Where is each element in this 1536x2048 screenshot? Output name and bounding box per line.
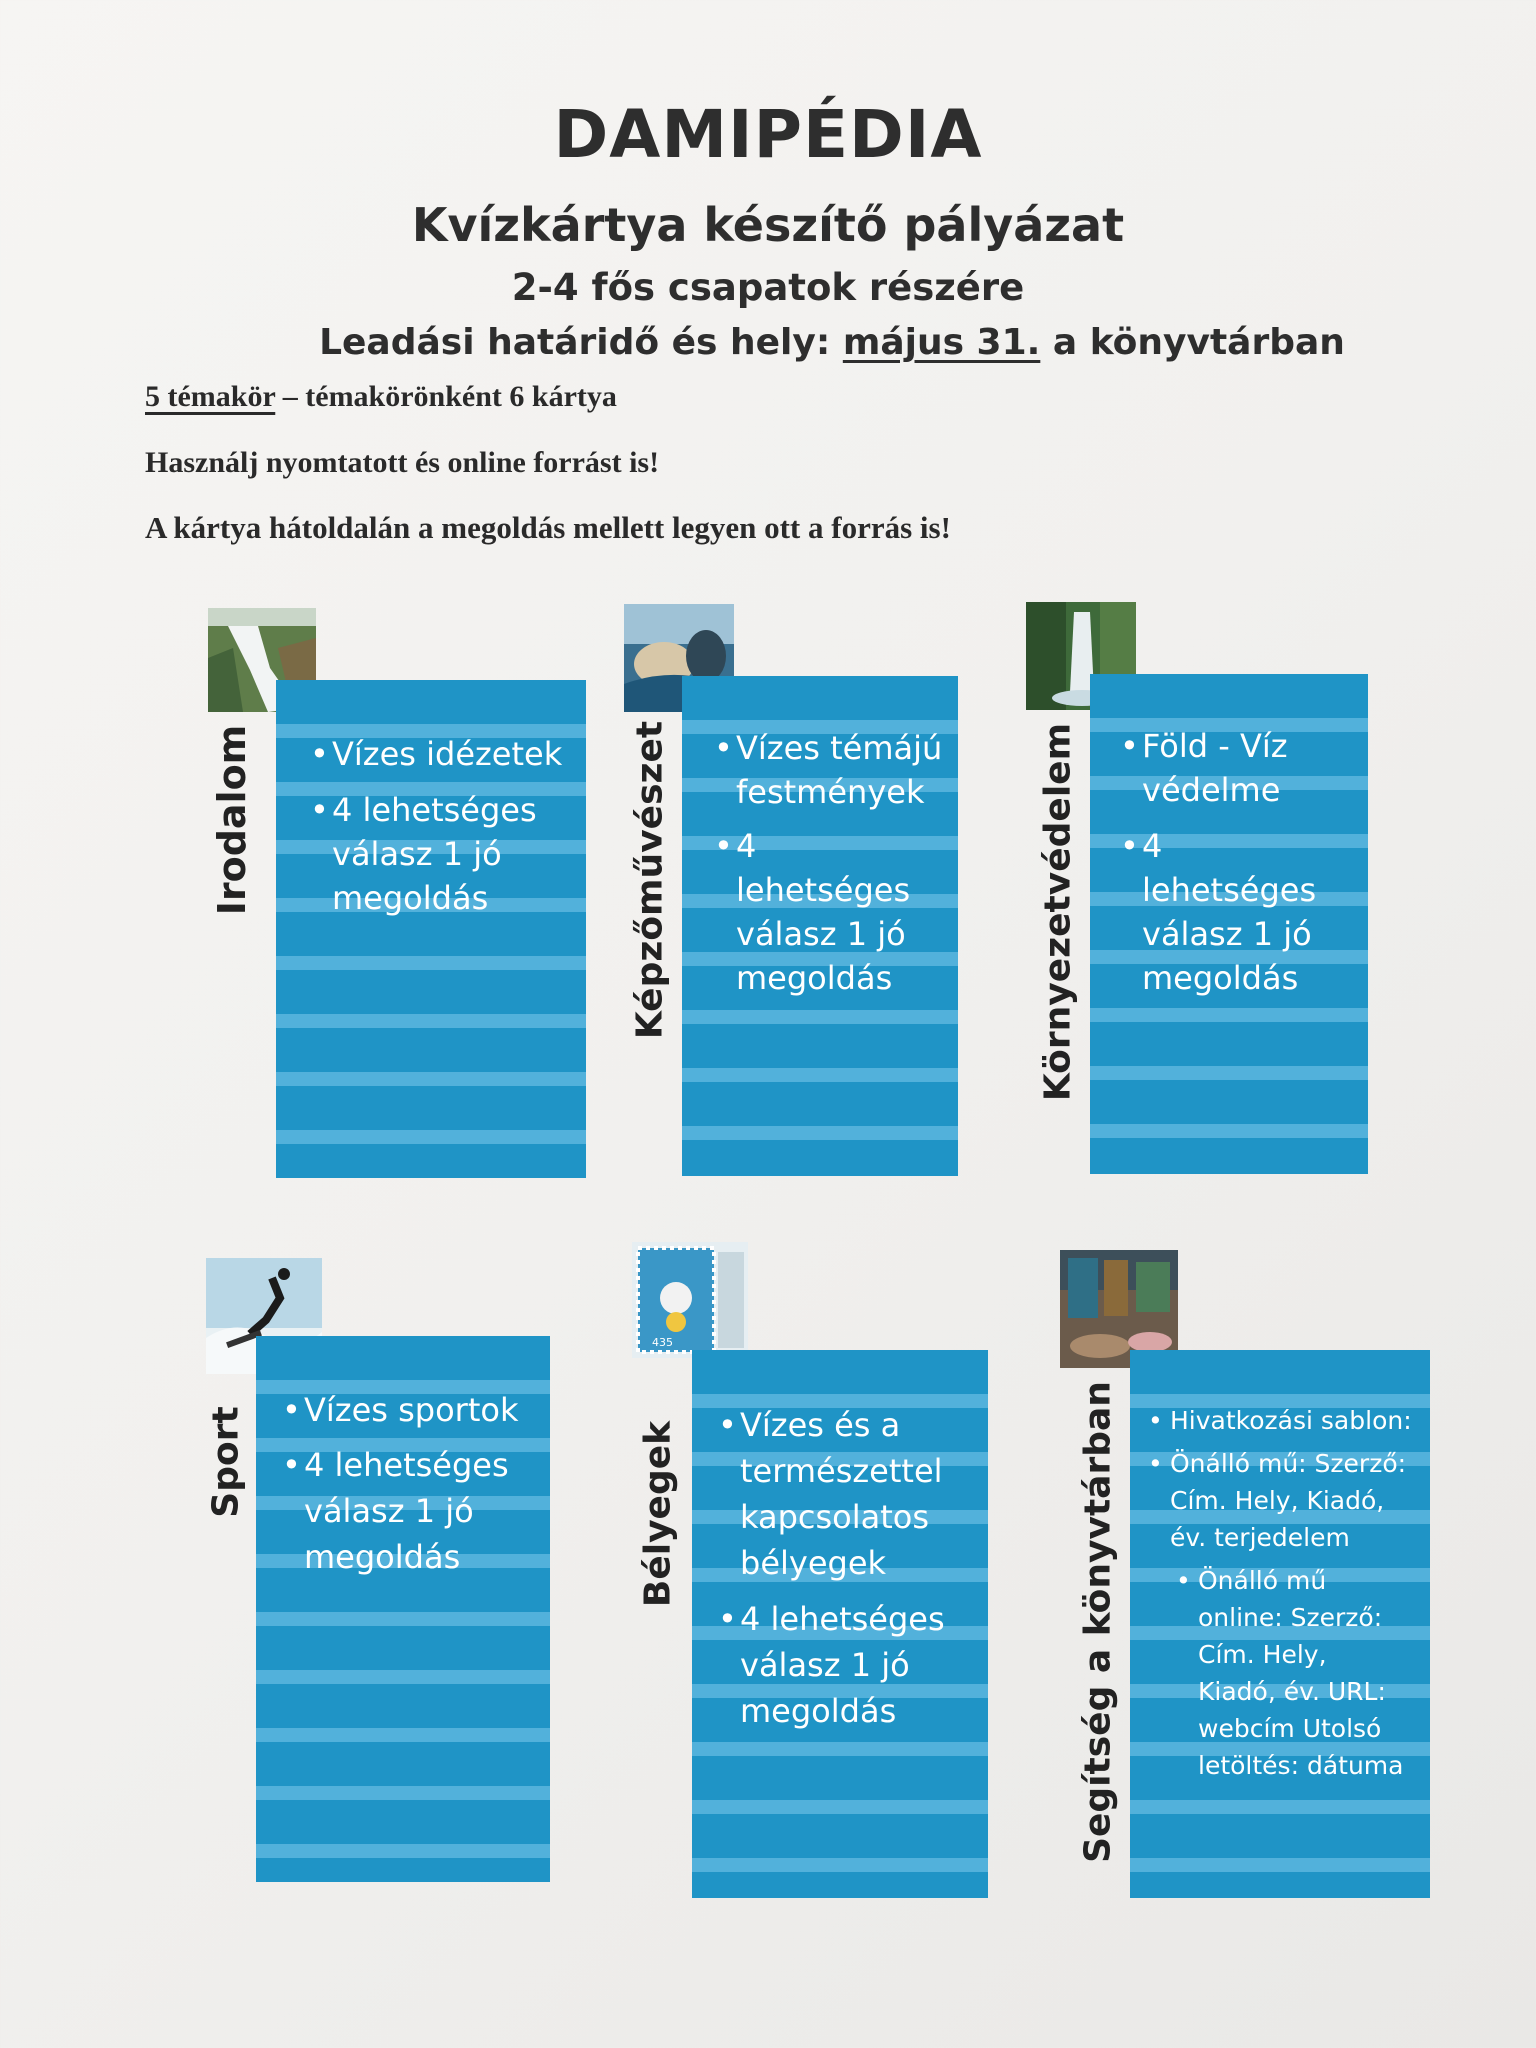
card-item: 4 lehetséges válasz 1 jó megoldás [714, 824, 926, 1000]
library-thumbnail [1060, 1250, 1178, 1368]
sources-line: Használj nyomtatott és online forrást is… [145, 446, 660, 479]
deadline-date: május 31. [842, 322, 1041, 363]
forest-waterfall-thumbnail [1026, 602, 1136, 710]
deadline-place: a könyvtárban [1052, 322, 1345, 363]
page-subtitle: Kvízkártya készítő pályázat [411, 198, 1125, 252]
painting-thumbnail [624, 604, 734, 712]
card-item: Föld - Víz védelme [1120, 724, 1342, 812]
topic-card-belyegek: Vízes és a természettel kapcsolatos bély… [692, 1350, 988, 1898]
page-title: DAMIPÉDIA [553, 96, 983, 173]
card-item: 4 lehetséges válasz 1 jó megoldás [282, 1442, 544, 1580]
stamp-value: 435 [652, 1336, 673, 1349]
back-side-line: A kártya hátoldalán a megoldás mellett l… [145, 510, 951, 545]
card-item: Önálló mű online: Szerző: Cím. Hely, Kia… [1176, 1562, 1408, 1784]
card-item: Önálló mű: Szerző: Cím. Hely, Kiadó, év.… [1148, 1445, 1420, 1556]
deadline-prefix: Leadási határidő és hely: [319, 322, 831, 363]
stamp-thumbnail: 435 [632, 1242, 748, 1358]
deadline-line: Leadási határidő és hely: május 31. a kö… [64, 322, 1536, 363]
topic-card-segitseg: Hivatkozási sablon: Önálló mű: Szerző: C… [1130, 1350, 1430, 1898]
topic-card-sport: Vízes sportok 4 lehetséges válasz 1 jó m… [256, 1336, 550, 1882]
card-item: 4 lehetséges válasz 1 jó megoldás [1120, 824, 1342, 1000]
teams-line: 2-4 fős csapatok részére [511, 266, 1025, 309]
topic-card-kornyezetvedelem: Föld - Víz védelme 4 lehetséges válasz 1… [1090, 674, 1368, 1174]
card-item: Hivatkozási sablon: [1148, 1402, 1420, 1439]
topic-card-irodalom: Vízes idézetek 4 lehetséges válasz 1 jó … [276, 680, 586, 1178]
topics-line: 5 témakör – témakörönként 6 kártya [145, 380, 617, 414]
card-item: Vízes témájú festmények [714, 726, 946, 814]
card-item: Vízes idézetek [310, 732, 572, 776]
topic-card-kepzomuveszet: Vízes témájú festmények 4 lehetséges vál… [682, 676, 958, 1176]
card-item: 4 lehetséges válasz 1 jó megoldás [310, 788, 572, 920]
card-item: Vízes sportok [282, 1388, 544, 1432]
topics-rest: – témakörönként 6 kártya [275, 380, 617, 413]
card-item: 4 lehetséges válasz 1 jó megoldás [718, 1596, 976, 1734]
topics-count: 5 témakör [145, 380, 276, 413]
card-item: Vízes és a természettel kapcsolatos bély… [718, 1402, 976, 1586]
